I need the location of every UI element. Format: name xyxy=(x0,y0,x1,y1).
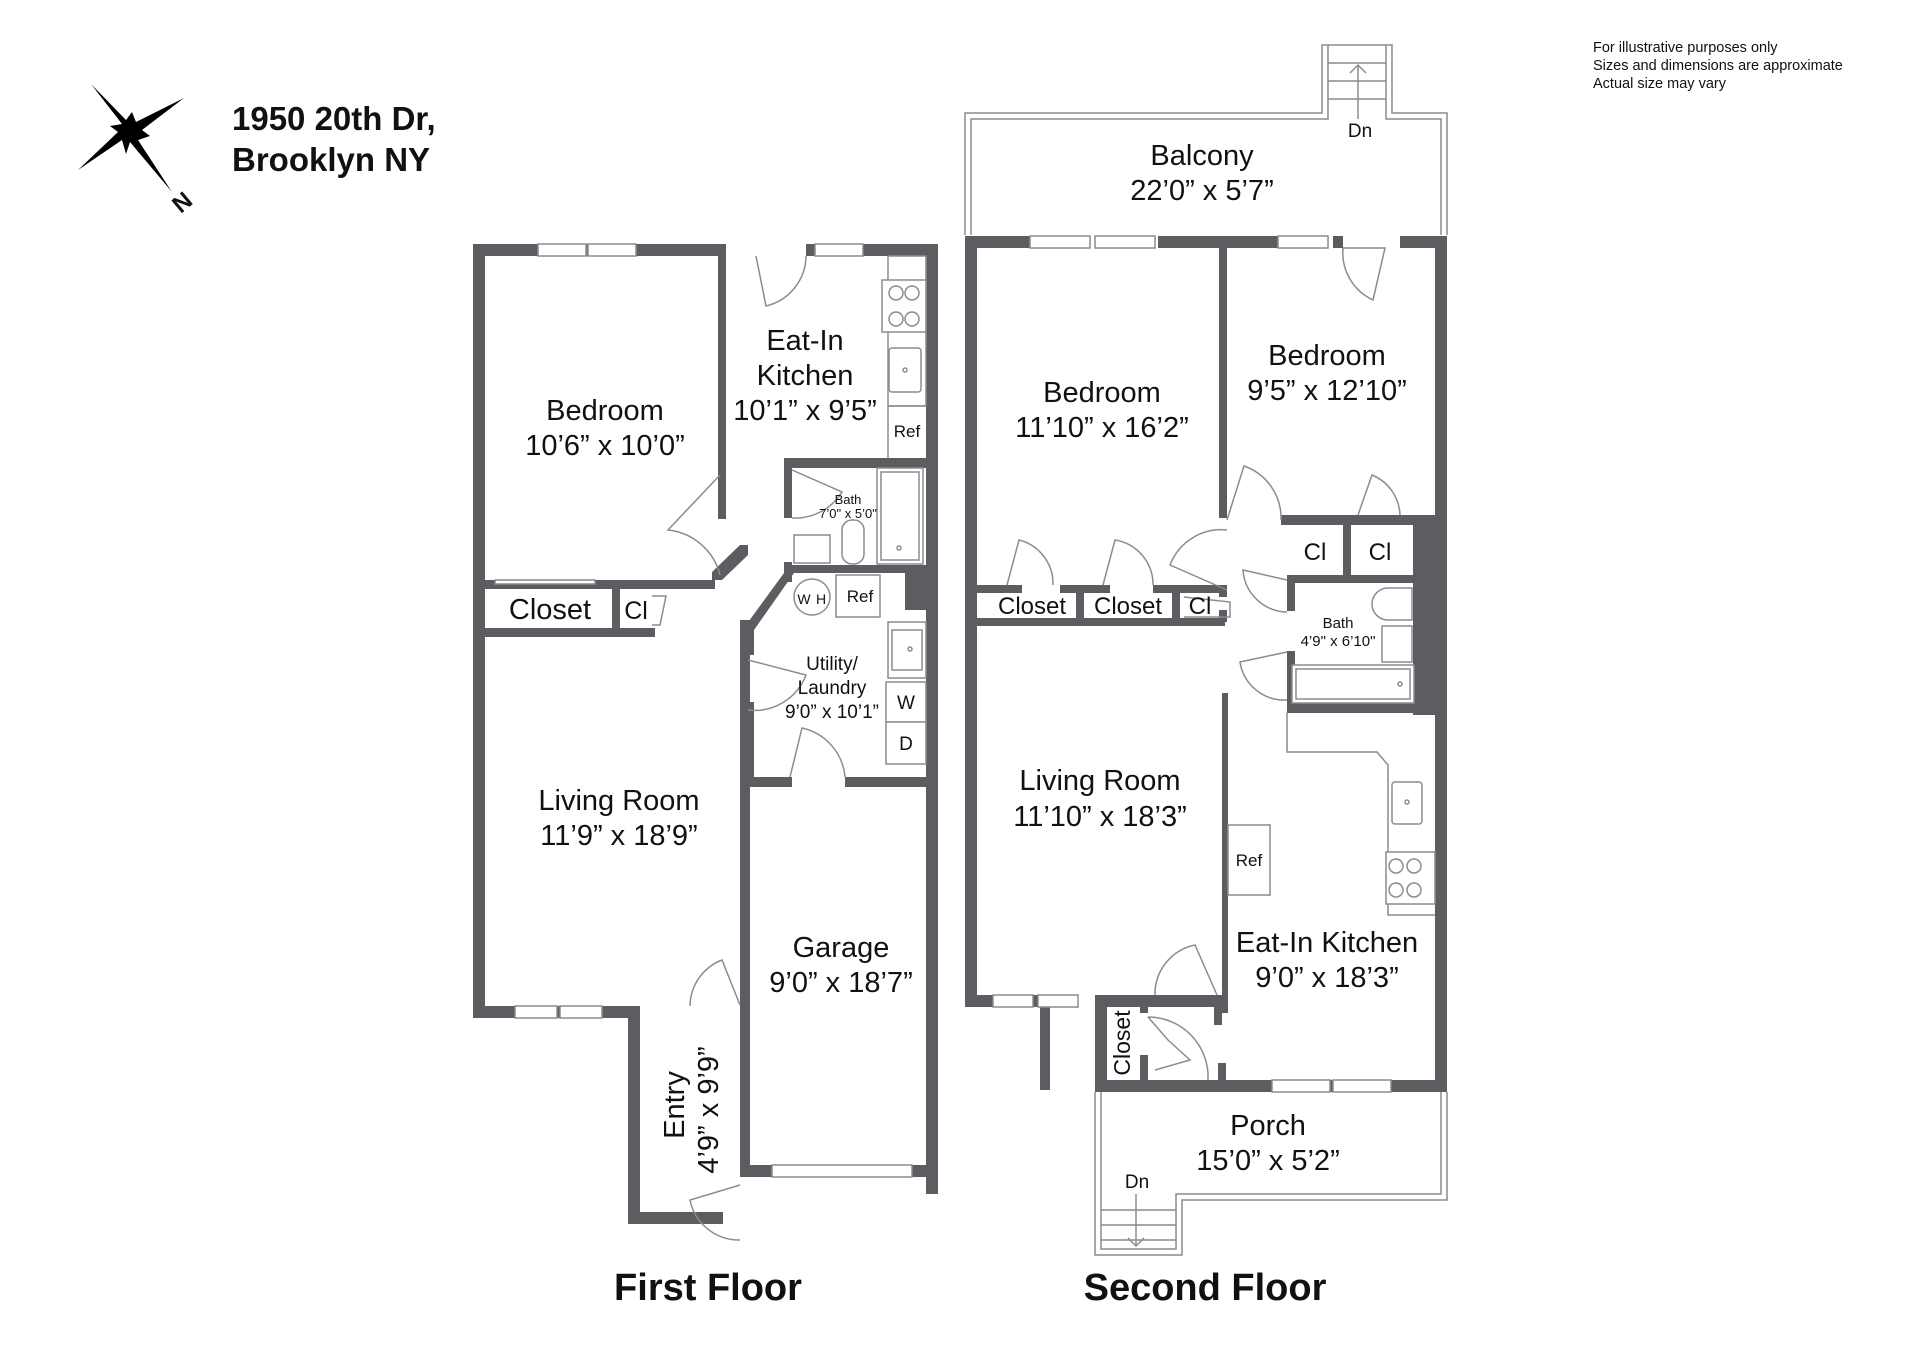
address-line-1: 1950 20th Dr, xyxy=(232,100,436,137)
ff-closet-name: Closet xyxy=(509,594,591,626)
ff-bath-name: Bath xyxy=(835,492,862,507)
sf-porch-name: Porch xyxy=(1230,1110,1306,1142)
ff-garage-size: 9’0” x 18’7” xyxy=(769,967,912,999)
sf-bath-size: 4’9" x 6’10" xyxy=(1301,633,1376,650)
compass-rose-icon xyxy=(78,84,184,192)
sf-entry-closet-name: Closet xyxy=(1109,1010,1135,1076)
disclaimer-line-3: Actual size may vary xyxy=(1593,76,1727,92)
address-line-2: Brooklyn NY xyxy=(232,141,430,178)
sf-bedroom-right-size: 9’5” x 12’10” xyxy=(1247,375,1407,407)
sf-closet5-name: Cl xyxy=(1369,539,1392,566)
ff-utility-name-1: Utility/ xyxy=(806,654,858,675)
sf-balcony-size: 22’0” x 5’7” xyxy=(1130,175,1273,207)
first-floor-plan: Ref W H Ref W D Bedroom 10’6” x 10’0” Ea… xyxy=(473,243,938,1309)
sf-bedroom-left-size: 11’10” x 16’2” xyxy=(1015,412,1189,444)
sf-closet2-name: Closet xyxy=(1094,593,1162,620)
sf-kitchen-name: Eat-In Kitchen xyxy=(1236,927,1418,959)
ff-garage-name: Garage xyxy=(793,932,890,964)
sf-closet1-name: Closet xyxy=(998,593,1066,620)
compass-north-label: N xyxy=(167,187,198,219)
first-floor-title: First Floor xyxy=(614,1267,802,1309)
ff-living-size: 11’9” x 18’9” xyxy=(540,820,697,852)
sf-porch-size: 15’0” x 5’2” xyxy=(1196,1145,1339,1177)
disclaimer-line-1: For illustrative purposes only xyxy=(1593,40,1778,56)
sf-kitchen-size: 9’0” x 18’3” xyxy=(1255,962,1398,994)
second-floor-kitchen-ref-label: Ref xyxy=(1236,851,1263,870)
sf-living-size: 11’10” x 18’3” xyxy=(1013,801,1187,833)
ff-bedroom-name: Bedroom xyxy=(546,395,664,427)
sf-bedroom-right-name: Bedroom xyxy=(1268,340,1386,372)
water-heater-w-label: W xyxy=(797,591,811,607)
sf-closet4-name: Cl xyxy=(1304,539,1327,566)
ff-kitchen-size: 10’1” x 9’5” xyxy=(733,395,876,427)
ff-bedroom-size: 10’6” x 10’0” xyxy=(525,430,685,462)
second-floor-plan: Ref Balcony 22’0” x 5’7” Dn Bedroom 11’1… xyxy=(964,44,1448,1309)
ff-living-name: Living Room xyxy=(538,785,699,817)
utility-ref-label: Ref xyxy=(847,587,874,606)
sf-closet3-name: Cl xyxy=(1189,593,1212,620)
ff-entry-size: 4’9” x 9’9” xyxy=(693,1046,725,1173)
ff-utility-size: 9’0” x 10’1” xyxy=(785,702,879,723)
sf-balcony-stairs-label: Dn xyxy=(1348,121,1372,142)
ff-utility-name-2: Laundry xyxy=(798,678,867,699)
ff-entry-name: Entry xyxy=(659,1071,691,1139)
ff-bath-size: 7’0" x 5’0" xyxy=(819,506,877,521)
sf-living-name: Living Room xyxy=(1019,765,1180,797)
ff-kitchen-name-2: Kitchen xyxy=(757,360,854,392)
sf-bath-name: Bath xyxy=(1323,615,1354,632)
water-heater-h-label: H xyxy=(816,591,826,607)
second-floor-title: Second Floor xyxy=(1084,1267,1327,1309)
washer-label: W xyxy=(897,693,915,714)
sf-porch-stairs-label: Dn xyxy=(1125,1172,1149,1193)
first-floor-kitchen-ref-label: Ref xyxy=(894,422,921,441)
disclaimer-line-2: Sizes and dimensions are approximate xyxy=(1593,58,1843,74)
ff-closet-small-name: Cl xyxy=(624,597,648,625)
sf-balcony-name: Balcony xyxy=(1150,140,1254,172)
dryer-label: D xyxy=(899,734,913,755)
ff-kitchen-name-1: Eat-In xyxy=(766,325,843,357)
sf-bedroom-left-name: Bedroom xyxy=(1043,377,1161,409)
